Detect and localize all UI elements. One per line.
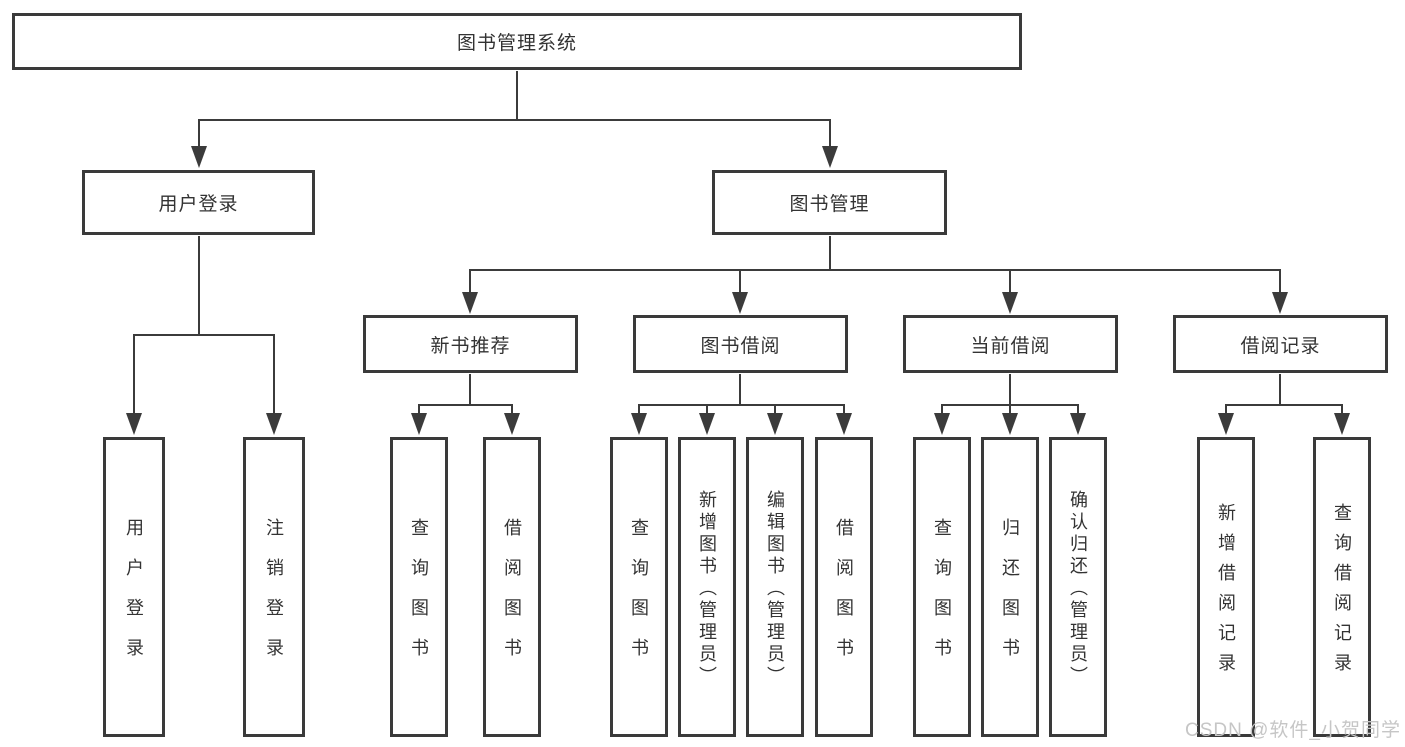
leaf-label: 新增图书（管理员）: [697, 490, 717, 688]
leaf-label: 新增借阅记录: [1216, 503, 1236, 683]
leaf-label: 用户登录: [124, 518, 144, 678]
arrow-icon: [1218, 413, 1234, 435]
leaf-add-books-admin: 新增图书（管理员）: [678, 437, 736, 737]
leaf-query-books-newrec: 查询图书: [390, 437, 448, 737]
arrow-icon: [699, 413, 715, 435]
arrow-icon: [767, 413, 783, 435]
leaf-label: 查询借阅记录: [1332, 503, 1352, 683]
arrow-icon: [126, 413, 142, 435]
leaf-logout: 注销登录: [243, 437, 305, 737]
leaf-label: 借阅图书: [502, 518, 522, 678]
leaf-confirm-return-admin: 确认归还（管理员）: [1049, 437, 1107, 737]
leaf-query-books-borrow: 查询图书: [610, 437, 668, 737]
leaf-add-borrow-record: 新增借阅记录: [1197, 437, 1255, 737]
arrow-icon: [836, 413, 852, 435]
node-label: 图书管理系统: [456, 33, 577, 54]
node-label: 图书借阅: [700, 335, 781, 357]
leaf-label: 查询图书: [932, 518, 952, 678]
leaf-edit-books-admin: 编辑图书（管理员）: [746, 437, 804, 737]
node-borrow-record: 借阅记录: [1173, 315, 1388, 373]
leaf-label: 查询图书: [409, 518, 429, 678]
node-book-management: 图书管理: [712, 170, 947, 235]
arrow-icon: [631, 413, 647, 435]
leaf-label: 注销登录: [264, 518, 284, 678]
arrow-icon: [822, 146, 838, 168]
node-new-book-recommend: 新书推荐: [363, 315, 578, 373]
arrow-icon: [1002, 413, 1018, 435]
node-current-borrow: 当前借阅: [903, 315, 1118, 373]
node-label: 新书推荐: [430, 335, 511, 357]
arrow-icon: [1070, 413, 1086, 435]
arrow-icon: [1334, 413, 1350, 435]
arrow-icon: [934, 413, 950, 435]
leaf-query-books-current: 查询图书: [913, 437, 971, 737]
leaf-borrow-books-newrec: 借阅图书: [483, 437, 541, 737]
arrow-icon: [504, 413, 520, 435]
node-book-borrow: 图书借阅: [633, 315, 848, 373]
arrow-icon: [462, 292, 478, 314]
arrow-icon: [732, 292, 748, 314]
leaf-label: 确认归还（管理员）: [1068, 490, 1088, 688]
arrow-icon: [1272, 292, 1288, 314]
leaf-label: 查询图书: [629, 518, 649, 678]
arrow-icon: [266, 413, 282, 435]
node-label: 借阅记录: [1240, 335, 1321, 357]
leaf-label: 归还图书: [1000, 518, 1020, 678]
arrow-icon: [411, 413, 427, 435]
leaf-borrow-books: 借阅图书: [815, 437, 873, 737]
node-user-login: 用户登录: [82, 170, 315, 235]
node-label: 用户登录: [158, 194, 239, 215]
node-label: 当前借阅: [970, 335, 1051, 357]
node-system-root: 图书管理系统: [12, 13, 1022, 70]
arrow-icon: [191, 146, 207, 168]
leaf-label: 借阅图书: [834, 518, 854, 678]
leaf-label: 编辑图书（管理员）: [765, 490, 785, 688]
arrow-icon: [1002, 292, 1018, 314]
leaf-query-borrow-record: 查询借阅记录: [1313, 437, 1371, 737]
leaf-user-login: 用户登录: [103, 437, 165, 737]
csdn-watermark: CSDN @软件_小贺同学: [1185, 720, 1401, 741]
node-label: 图书管理: [789, 194, 870, 215]
leaf-return-books: 归还图书: [981, 437, 1039, 737]
